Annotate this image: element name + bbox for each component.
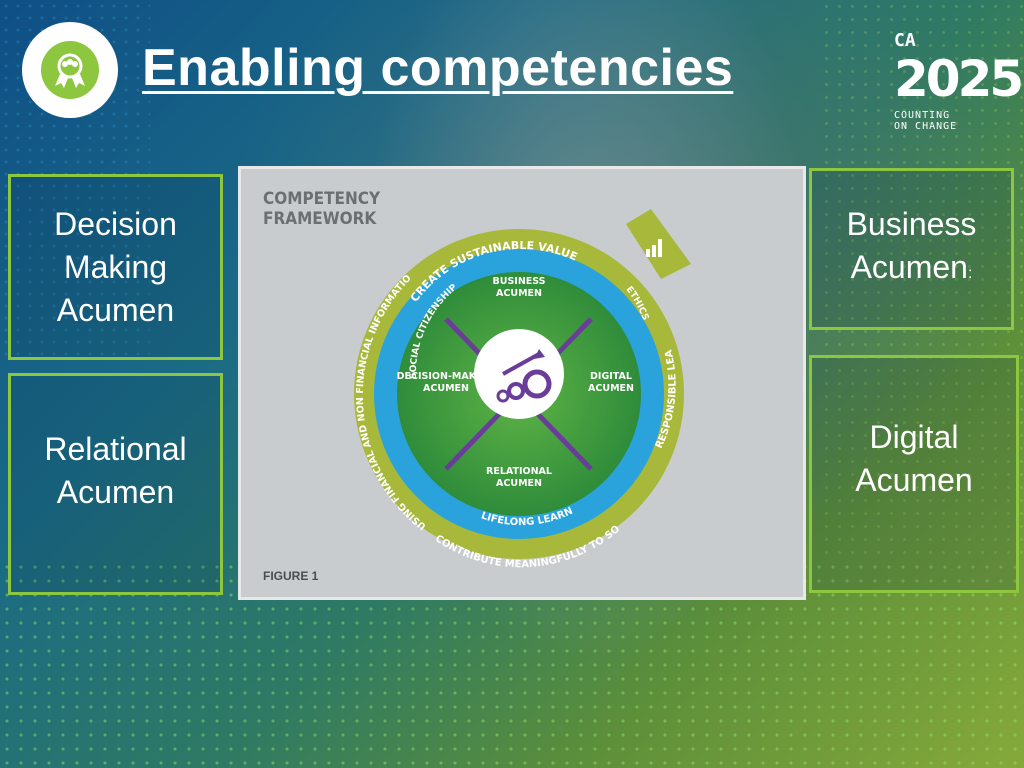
quadrant-right-line1: DIGITAL — [590, 371, 632, 382]
quadrant-right-line2: ACUMEN — [588, 383, 634, 394]
decorative-dots — [820, 0, 1024, 560]
ca-2025-logo: CA 2025 COUNTING ON CHANGE — [894, 30, 1024, 132]
quadrant-bottom-line1: RELATIONAL — [486, 466, 552, 477]
logo-year: 2025 — [894, 50, 1024, 108]
digital-acumen-box: Digital Acumen — [809, 355, 1019, 593]
competency-framework-figure: COMPETENCY FRAMEWORK FIGURE 1 — [238, 166, 806, 600]
decision-making-acumen-box: Decision Making Acumen — [8, 174, 223, 360]
page-title: Enabling competencies — [142, 39, 734, 97]
quadrant-left-line1: DECISION-MAKING — [397, 371, 496, 382]
quadrant-top-line2: ACUMEN — [496, 288, 542, 299]
logo-tagline: COUNTING ON CHANGE — [894, 110, 958, 132]
competency-badge-icon — [22, 22, 118, 118]
figure-label: FIGURE 1 — [263, 569, 319, 583]
framework-diagram: CREATE SUSTAINABLE VALUE USING FINANCIAL… — [241, 169, 691, 570]
framework-title: COMPETENCY FRAMEWORK — [263, 189, 381, 229]
quadrant-top-line1: BUSINESS — [492, 276, 545, 287]
gears-icon — [496, 349, 552, 403]
quadrant-bottom-line2: ACUMEN — [496, 478, 542, 489]
relational-acumen-box: Relational Acumen — [8, 373, 223, 595]
bar-chart-icon — [646, 239, 662, 257]
quadrant-left-line2: ACUMEN — [423, 383, 469, 394]
logo-prefix: CA — [894, 30, 916, 51]
business-acumen-box: Business Acumen: — [809, 168, 1014, 330]
